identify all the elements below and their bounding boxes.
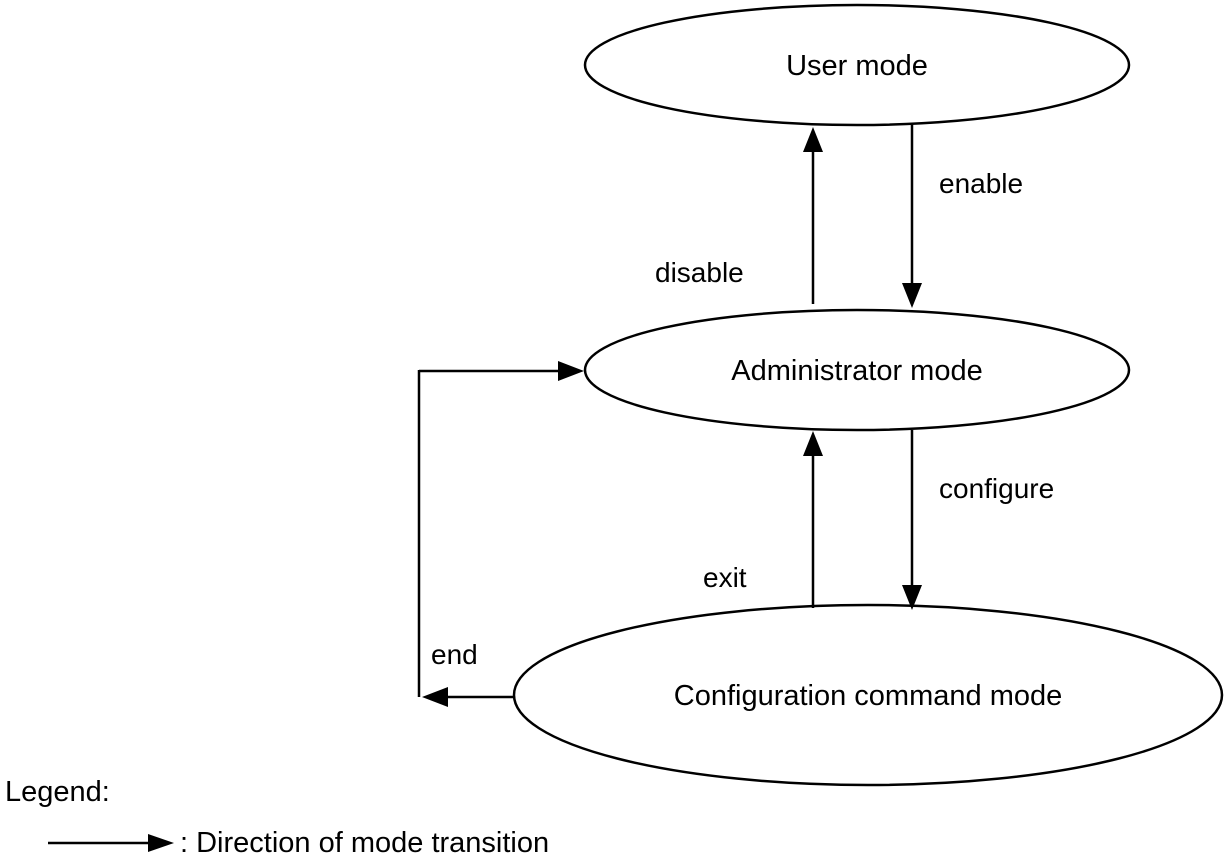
configuration-mode-label: Configuration command mode <box>674 680 1062 712</box>
user-mode-label: User mode <box>786 50 928 82</box>
configuration-mode-node <box>512 603 1224 787</box>
enable-label: enable <box>939 168 1023 199</box>
disable-transition-arrow <box>803 127 823 304</box>
exit-label: exit <box>703 562 747 593</box>
administrator-mode-node <box>583 308 1131 432</box>
end-label: end <box>431 639 478 670</box>
enable-transition-arrow <box>902 124 922 308</box>
disable-label: disable <box>655 257 744 288</box>
configure-transition-arrow <box>902 430 922 610</box>
legend-arrow-description: : Direction of mode transition <box>180 827 549 859</box>
legend-title: Legend: <box>5 776 110 808</box>
legend-arrow-icon <box>48 834 174 852</box>
end-transition-path <box>417 361 584 707</box>
administrator-mode-label: Administrator mode <box>731 355 982 387</box>
user-mode-node <box>583 3 1131 127</box>
configure-label: configure <box>939 473 1054 504</box>
exit-transition-arrow <box>803 431 823 608</box>
